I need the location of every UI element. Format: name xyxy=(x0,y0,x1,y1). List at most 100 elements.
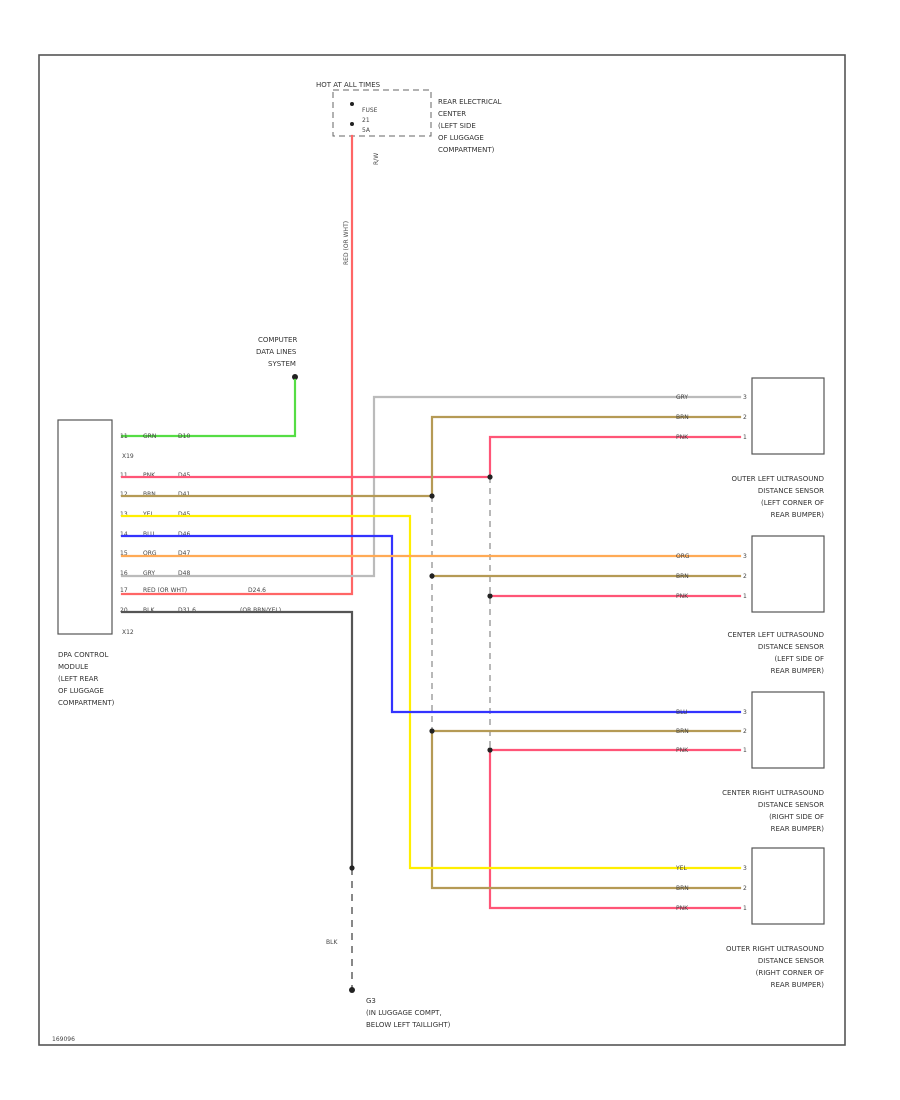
diagram-frame xyxy=(38,54,846,1046)
module-label-line: (LEFT REAR xyxy=(58,675,99,683)
pin-color: GRN xyxy=(143,433,156,440)
wire-brn-sensor-4 xyxy=(430,729,742,890)
sensor-label-line: REAR BUMPER) xyxy=(771,981,825,989)
wire-power-red xyxy=(120,134,354,596)
sensor-box xyxy=(751,691,825,769)
pin-circuit: D45 xyxy=(178,511,190,518)
sensor-wire-color: BRN xyxy=(676,414,689,421)
pin-row-blu: 14 BLU D46 xyxy=(120,531,190,538)
sensor-box xyxy=(751,377,825,455)
splice-point xyxy=(487,593,493,599)
sensor-label-line: CENTER RIGHT ULTRASOUND xyxy=(722,789,824,797)
fuse-wire-side-label: R/W xyxy=(373,153,380,165)
fuse-terminal xyxy=(350,102,354,106)
pin-circuit: D31.6 xyxy=(178,607,196,614)
sensor-pin: 3 xyxy=(743,553,747,560)
pin-color: BLK xyxy=(143,607,155,614)
splice-point xyxy=(349,865,355,871)
sensor-outer-left: GRY BRN PNK 3 2 1 OUTER LEFT ULTRASOUND … xyxy=(676,377,825,519)
fuse-label: FUSE xyxy=(362,107,378,114)
fuse-block: HOT AT ALL TIMES FUSE 21 5A R/W REAR ELE… xyxy=(316,81,502,165)
pin-row-pnk: 11 PNK D45 xyxy=(120,472,190,479)
pin-number: 11 xyxy=(120,472,128,479)
ground-label-line: BELOW LEFT TAILLIGHT) xyxy=(366,1021,451,1029)
sensor-label-line: DISTANCE SENSOR xyxy=(758,957,824,965)
sensor-label-line: DISTANCE SENSOR xyxy=(758,487,824,495)
sensor-label-line: OUTER LEFT ULTRASOUND xyxy=(731,475,824,483)
pin-circuit: D47 xyxy=(178,550,190,557)
pin-color: BLU xyxy=(143,531,155,538)
sensor-wire-color: YEL xyxy=(675,865,687,872)
pin-row-yel: 13 YEL D45 xyxy=(120,511,190,518)
pin-number: 13 xyxy=(120,511,128,518)
sensor-pin: 2 xyxy=(743,885,747,892)
fuse-location-line: COMPARTMENT) xyxy=(438,146,495,154)
sensor-wire-color: GRY xyxy=(676,394,688,401)
sensor-pin: 2 xyxy=(743,728,747,735)
pin-row-gry: 16 GRY D48 xyxy=(120,570,190,577)
module-label-line: DPA CONTROL xyxy=(58,651,108,659)
sensor-wire-color: ORG xyxy=(676,553,690,560)
pin-number: 15 xyxy=(120,550,128,557)
fuse-location-line: REAR ELECTRICAL xyxy=(438,98,502,106)
data-lines-label-line: COMPUTER xyxy=(258,336,297,344)
pin-color: GRY xyxy=(143,570,155,577)
wire-data-green xyxy=(120,378,297,438)
fuse-number: 21 xyxy=(362,117,370,124)
pin-number: 17 xyxy=(120,587,128,594)
ground-id: G3 xyxy=(366,997,376,1005)
sensor-pin: 3 xyxy=(743,394,747,401)
wire-pnk-sensor-4 xyxy=(488,748,742,910)
sensor-pin: 1 xyxy=(743,905,747,912)
wire-brn-sensor-1 xyxy=(430,415,742,498)
fuse-location-line: OF LUGGAGE xyxy=(438,134,484,142)
fuse-dashed-box xyxy=(332,89,432,137)
pin-number: 12 xyxy=(120,491,128,498)
fuse-location-line: (LEFT SIDE xyxy=(438,122,476,130)
pin-row-red: 17 RED (OR WHT) D24.6 xyxy=(120,587,266,594)
power-wire-label: RED (OR WHT) xyxy=(343,221,350,265)
sensor-pin: 1 xyxy=(743,747,747,754)
sensor-pin: 1 xyxy=(743,593,747,600)
sensor-wire-color: BRN xyxy=(676,885,689,892)
sensor-pin: 1 xyxy=(743,434,747,441)
data-lines-label-line: DATA LINES xyxy=(256,348,297,356)
fuse-location-line: CENTER xyxy=(438,110,466,118)
module-box xyxy=(57,419,113,635)
ground-label-line: (IN LUGGAGE COMPT, xyxy=(366,1009,442,1017)
sensor-label-line: OUTER RIGHT ULTRASOUND xyxy=(726,945,824,953)
sensor-wire-color: PNK xyxy=(676,747,689,754)
pin-row-brn: 12 BRN D41 xyxy=(120,491,190,498)
sensor-label-line: REAR BUMPER) xyxy=(771,825,825,833)
pin-row-org: 15 ORG D47 xyxy=(120,550,190,557)
pin-circuit: D45 xyxy=(178,472,190,479)
data-lines-block: COMPUTER DATA LINES SYSTEM xyxy=(256,336,298,380)
module-connector-bottom: X12 xyxy=(122,629,134,636)
ground-wire-label: BLK xyxy=(326,939,338,946)
wire-pnk-sensor-1 xyxy=(488,435,742,479)
pin-color: BRN xyxy=(143,491,156,498)
pin-circuit: D24.6 xyxy=(248,587,266,594)
splice-point xyxy=(429,728,435,734)
splice-point xyxy=(487,747,493,753)
sensor-wire-color: BLU xyxy=(676,709,688,716)
data-lines-label-line: SYSTEM xyxy=(268,360,296,368)
figure-id: 169096 xyxy=(52,1036,75,1043)
sensor-outer-right: YEL BRN PNK 3 2 1 OUTER RIGHT ULTRASOUND… xyxy=(675,847,825,989)
splice-point xyxy=(429,493,435,499)
fuse-source-label: HOT AT ALL TIMES xyxy=(316,81,381,89)
pin-circuit: D46 xyxy=(178,531,190,538)
splice-point xyxy=(487,474,493,480)
sensor-label-line: CENTER LEFT ULTRASOUND xyxy=(728,631,824,639)
splice-point xyxy=(429,573,435,579)
wire-ground-blk xyxy=(120,610,354,870)
pin-number: 11 xyxy=(120,433,128,440)
pin-color: RED (OR WHT) xyxy=(143,587,187,594)
sensor-wire-color: BRN xyxy=(676,728,689,735)
module-label-line: OF LUGGAGE xyxy=(58,687,104,695)
sensor-label-line: (RIGHT CORNER OF xyxy=(756,969,824,977)
pin-circuit: D41 xyxy=(178,491,190,498)
wire-yel-sensor-4 xyxy=(120,514,742,870)
pin-number: 16 xyxy=(120,570,128,577)
